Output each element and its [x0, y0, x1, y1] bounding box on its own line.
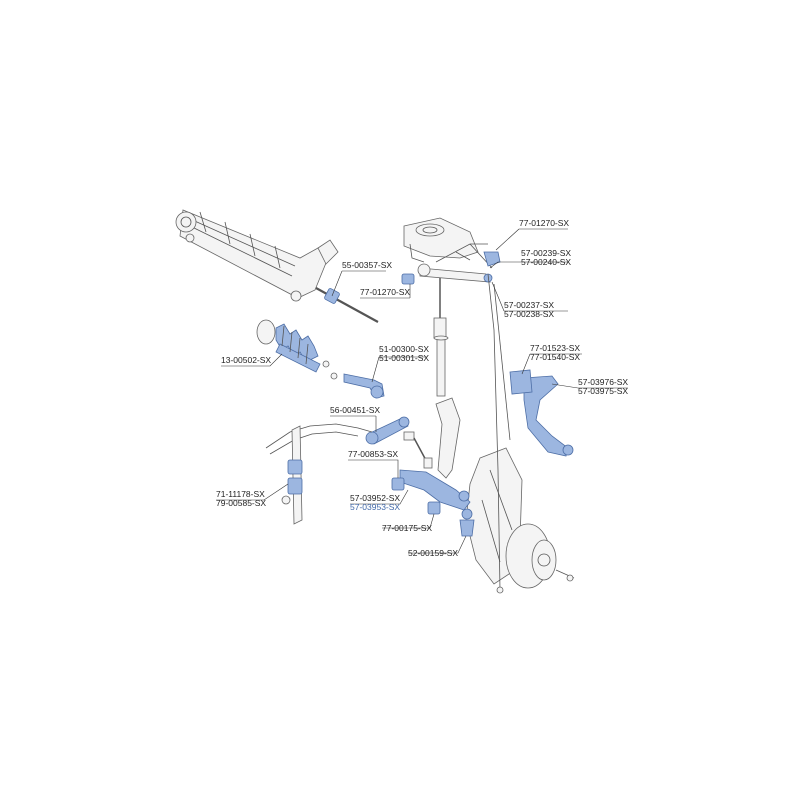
- wheel-hub: [505, 523, 575, 589]
- upper-arm-ball-icon: [483, 251, 501, 267]
- front-lower-arm: [391, 469, 471, 515]
- label-upper-mount: 77-01270-SX: [519, 218, 569, 228]
- steering-boot: [256, 319, 321, 373]
- label-ball-joint: 52-00159-SX: [408, 548, 458, 558]
- label-stab-link: 56-00451-SX: [330, 405, 380, 415]
- label-upper-arm-a2: 57-00240-SX: [521, 257, 571, 267]
- bolt-icon: [566, 574, 574, 582]
- label-lower-arm-f1: 57-03952-SX: [350, 493, 400, 503]
- strut-mount: [403, 217, 479, 263]
- label-front-bush: 77-00175-SX: [382, 523, 432, 533]
- label-lower-arm-r1: 57-03976-SX: [578, 377, 628, 387]
- label-tie-rod-end-2: 51-00301-SX: [379, 353, 429, 363]
- drop-link: [403, 431, 433, 469]
- boot-clip-icon: [330, 372, 338, 380]
- label-tie-rod-end-1: 51-00300-SX: [379, 344, 429, 354]
- boot-clip-icon: [322, 360, 330, 368]
- leader-lines: [216, 228, 628, 554]
- upper-control-arm: [417, 243, 493, 283]
- label-lower-bush: 77-00853-SX: [348, 449, 398, 459]
- upper-arm-bushing-icon: [401, 273, 415, 285]
- guide-rod: [487, 273, 501, 591]
- label-lower-arm-f2: 57-03953-SX: [350, 502, 400, 512]
- stabilizer-link: [365, 416, 410, 445]
- ball-joint: [459, 508, 475, 537]
- label-upper-arm-a1: 57-00239-SX: [521, 248, 571, 258]
- steering-rack: [175, 209, 339, 302]
- sway-bar: [265, 423, 373, 525]
- label-rear-bush-2: 77-01540-SX: [530, 352, 580, 362]
- shock-absorber: [433, 278, 449, 397]
- label-rear-bush-1: 77-01523-SX: [530, 343, 580, 353]
- label-tie-rod: 55-00357-SX: [342, 260, 392, 270]
- tie-rod-end: [343, 373, 385, 399]
- label-upper-arm-b1: 57-00237-SX: [504, 300, 554, 310]
- rear-lower-arm: [509, 369, 574, 457]
- bolt-icon: [496, 586, 504, 594]
- label-sway-bush-1: 71-11178-SX: [216, 489, 265, 499]
- label-boot: 13-00502-SX: [221, 355, 271, 365]
- label-lower-arm-r2: 57-03975-SX: [578, 386, 628, 396]
- label-sway-bush-2: 79-00585-SX: [216, 498, 266, 508]
- label-upper-bush: 77-01270-SX: [360, 287, 410, 297]
- label-upper-arm-b2: 57-00238-SX: [504, 309, 554, 319]
